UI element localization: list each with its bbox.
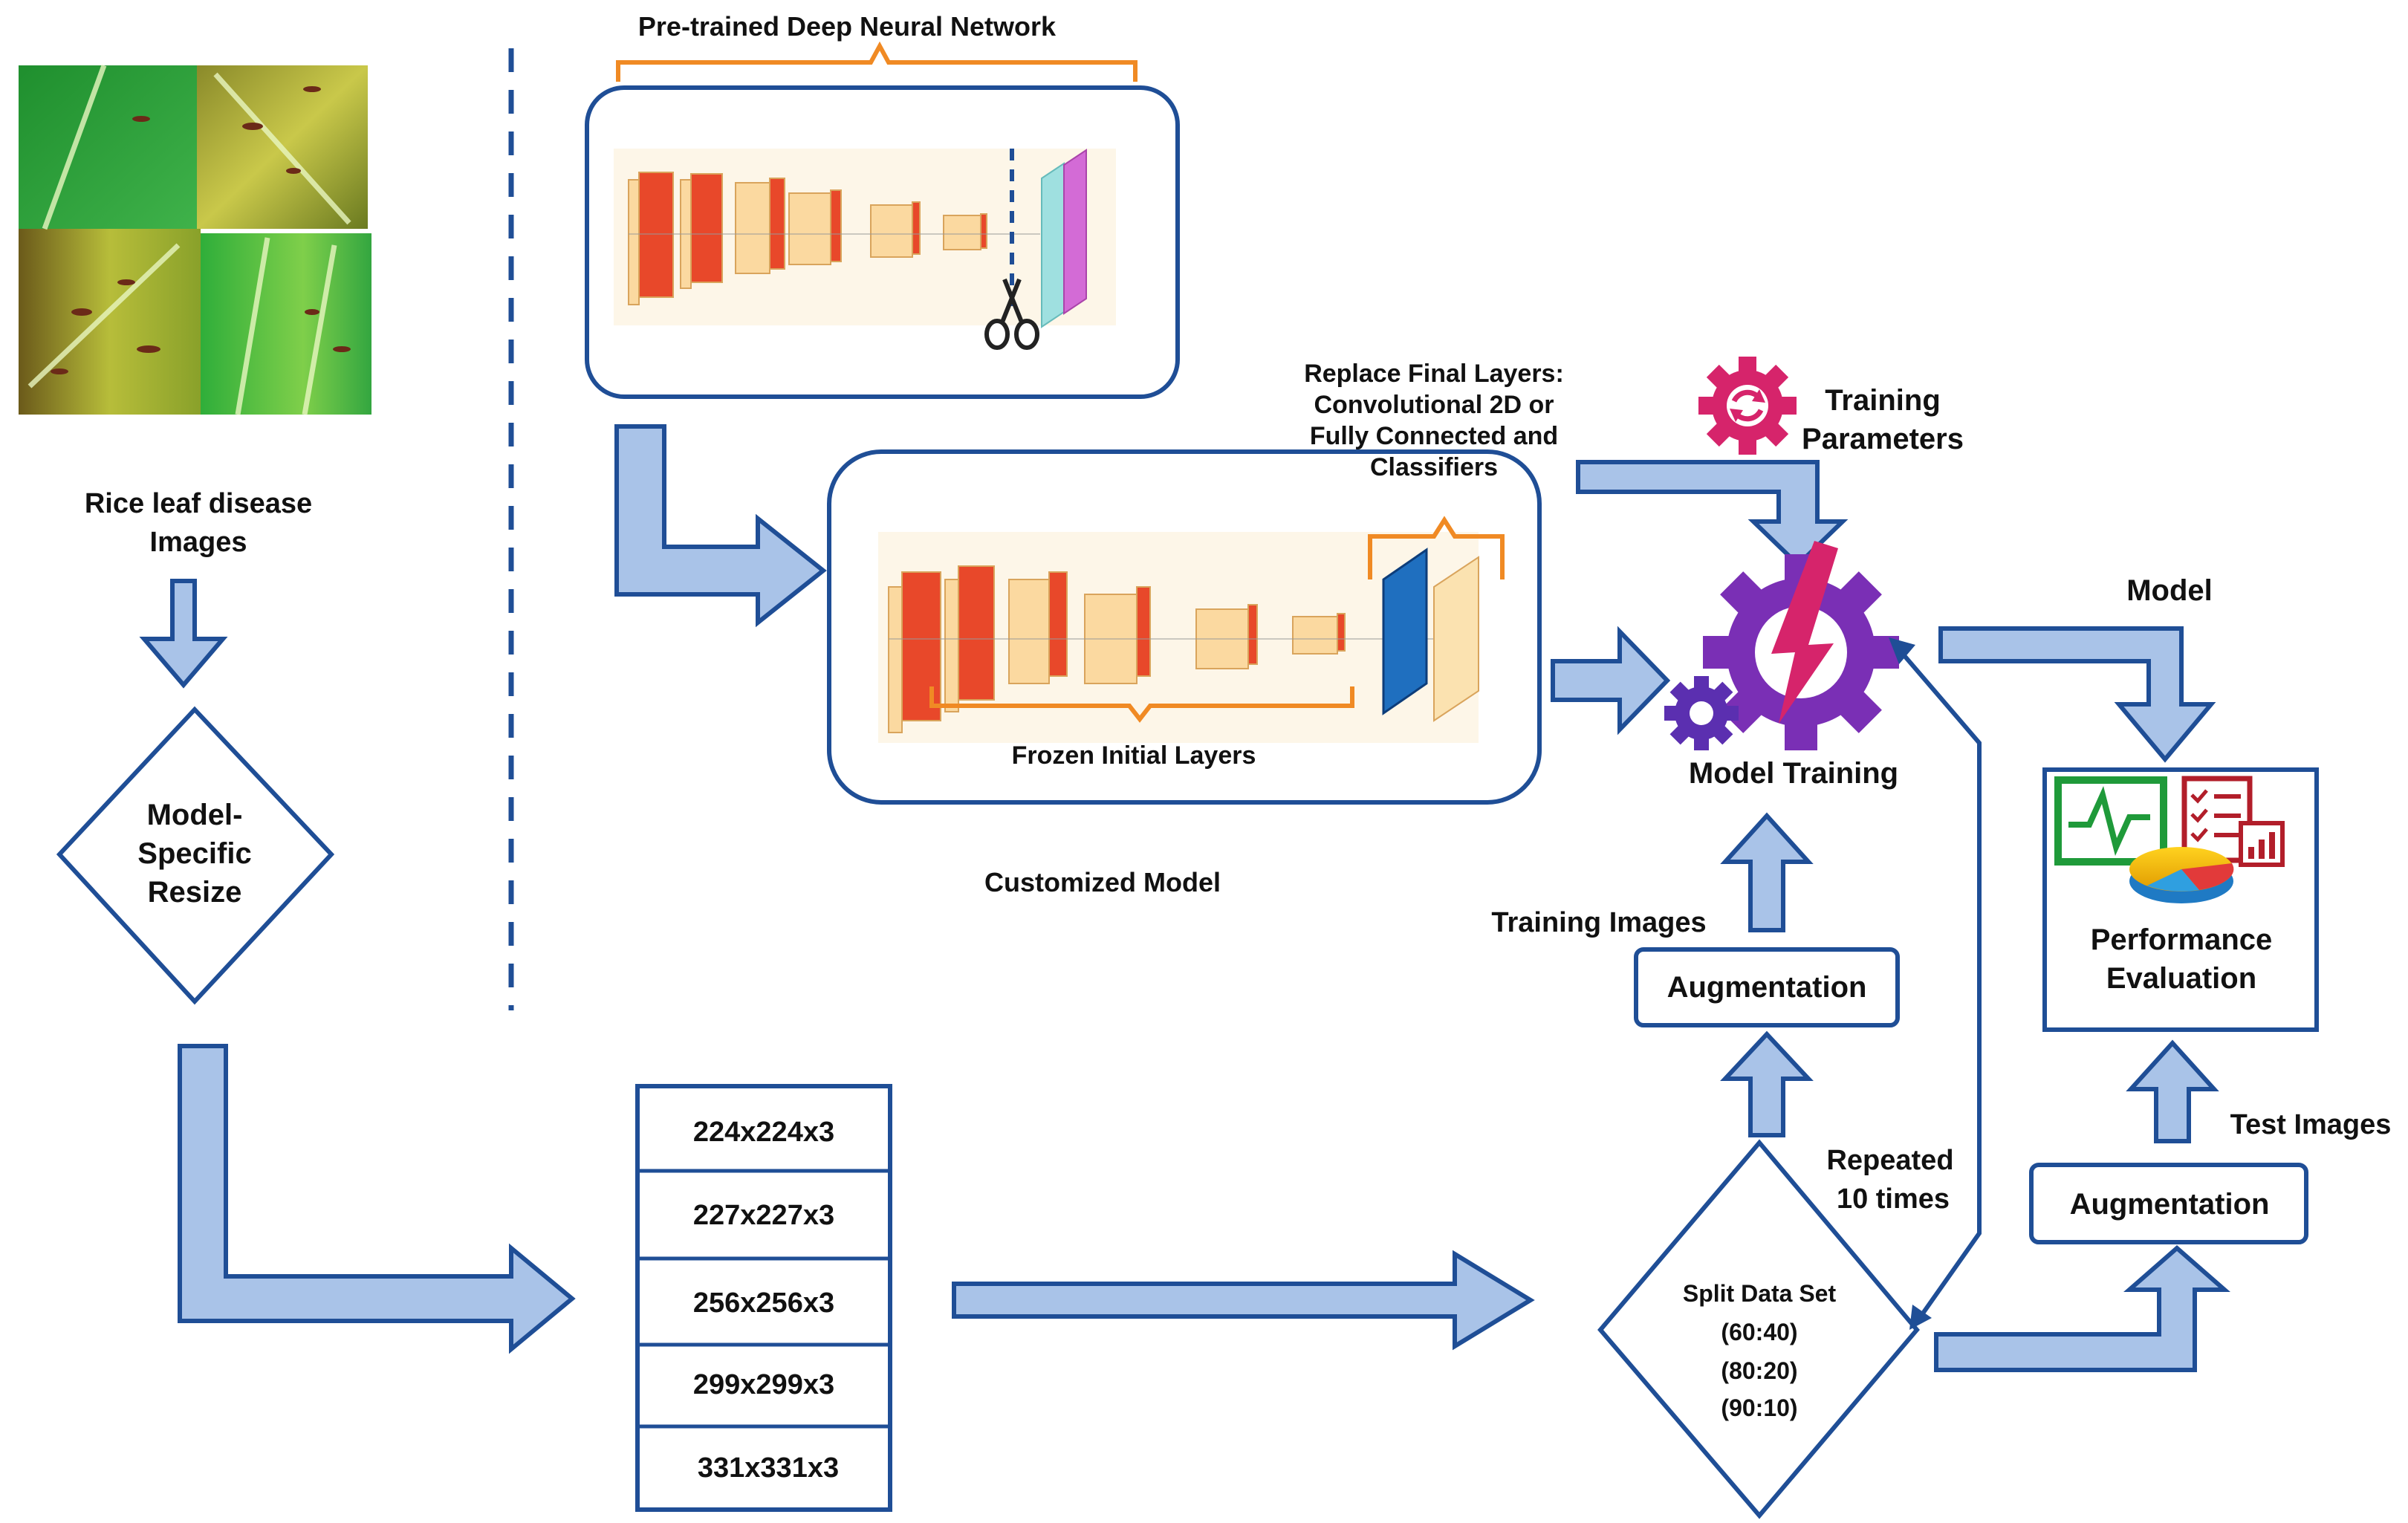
- augmentation-test-box: [2029, 1163, 2308, 1244]
- arrow-training-to-evaluation: [1938, 626, 2216, 763]
- model-training-label: Model Training: [1689, 757, 1898, 790]
- arrow-split-to-test: [1934, 1245, 2230, 1372]
- split-diamond: [1597, 1139, 1920, 1519]
- repeat-arrowhead-top: [1889, 637, 1915, 664]
- pretrained-title: Pre-trained Deep Neural Network: [638, 11, 1057, 42]
- size-row-3: 256x256x3: [693, 1287, 834, 1319]
- arrow-params-to-training: [1576, 460, 1849, 568]
- repeat-arrowhead-bottom: [1909, 1305, 1932, 1330]
- arrow-customized-to-training: [1551, 626, 1671, 735]
- customized-model-label: Customized Model: [984, 867, 1221, 897]
- resize-label-3: Resize: [148, 876, 242, 909]
- scissors-icon: [984, 278, 1039, 350]
- arrow-images-to-resize: [139, 579, 228, 689]
- frozen-layers-label: Frozen Initial Layers: [1012, 741, 1256, 770]
- rice-images-label-2: Images: [150, 527, 247, 558]
- repeated-label-1: Repeated: [1826, 1145, 1953, 1176]
- resize-label-1: Model-: [147, 799, 243, 831]
- frozen-bracket: [929, 686, 1354, 723]
- repeat-loop-line: [1895, 646, 1982, 1325]
- augmentation-test-label: Augmentation: [2070, 1188, 2270, 1221]
- performance-label-2: Evaluation: [2106, 962, 2256, 995]
- augmentation-train-box: [1634, 947, 1900, 1027]
- training-params-label-1: Training: [1825, 384, 1941, 417]
- pretrained-cnn-icon: [614, 149, 1116, 328]
- test-images-label: Test Images: [2230, 1109, 2392, 1140]
- split-ratio-1: (60:40): [1721, 1319, 1797, 1345]
- arrow-test-to-evaluation: [2126, 1039, 2219, 1143]
- replace-bracket: [1368, 516, 1505, 579]
- size-row-1: 224x224x3: [693, 1117, 834, 1148]
- replace-layers-label-3: Fully Connected and: [1310, 422, 1558, 450]
- evaluation-dashboard-icon: [2054, 776, 2285, 903]
- model-training-gear-icon: [1664, 541, 1899, 750]
- size-row-2: 227x227x3: [693, 1200, 834, 1231]
- repeated-label-2: 10 times: [1837, 1183, 1950, 1215]
- replace-layers-label-2: Convolutional 2D or: [1314, 391, 1554, 419]
- split-title: Split Data Set: [1683, 1280, 1837, 1307]
- performance-label-1: Performance: [2091, 923, 2273, 956]
- arrow-augmentation-to-training: [1720, 812, 1814, 932]
- replace-layers-label-1: Replace Final Layers:: [1304, 360, 1564, 388]
- rice-images-label-1: Rice leaf disease: [85, 488, 312, 519]
- arrow-resize-to-sizes: [178, 1044, 576, 1354]
- arrow-sizes-to-split: [952, 1250, 1535, 1351]
- arrow-split-to-augmentation: [1720, 1030, 1814, 1137]
- size-row-5: 331x331x3: [698, 1452, 839, 1484]
- split-ratio-2: (80:20): [1721, 1357, 1797, 1384]
- replace-layers-label-4: Classifiers: [1370, 453, 1498, 481]
- training-images-label: Training Images: [1491, 907, 1706, 938]
- arrow-pretrained-to-customized: [614, 424, 827, 628]
- resize-label-2: Specific: [137, 837, 251, 870]
- pretrained-bracket: [616, 41, 1138, 82]
- rice-leaf-images: [19, 64, 371, 415]
- customized-cnn-icon: [878, 532, 1479, 743]
- input-sizes-table: 224x224x3 227x227x3 256x256x3 299x299x3 …: [635, 1084, 892, 1512]
- augmentation-train-label: Augmentation: [1667, 971, 1867, 1004]
- size-row-4: 299x299x3: [693, 1369, 834, 1400]
- settings-gear-icon: [1698, 357, 1797, 455]
- resize-diamond: [56, 706, 335, 1005]
- split-ratio-3: (90:10): [1721, 1394, 1797, 1421]
- model-label: Model: [2126, 574, 2213, 607]
- training-params-label-2: Parameters: [1802, 423, 1964, 455]
